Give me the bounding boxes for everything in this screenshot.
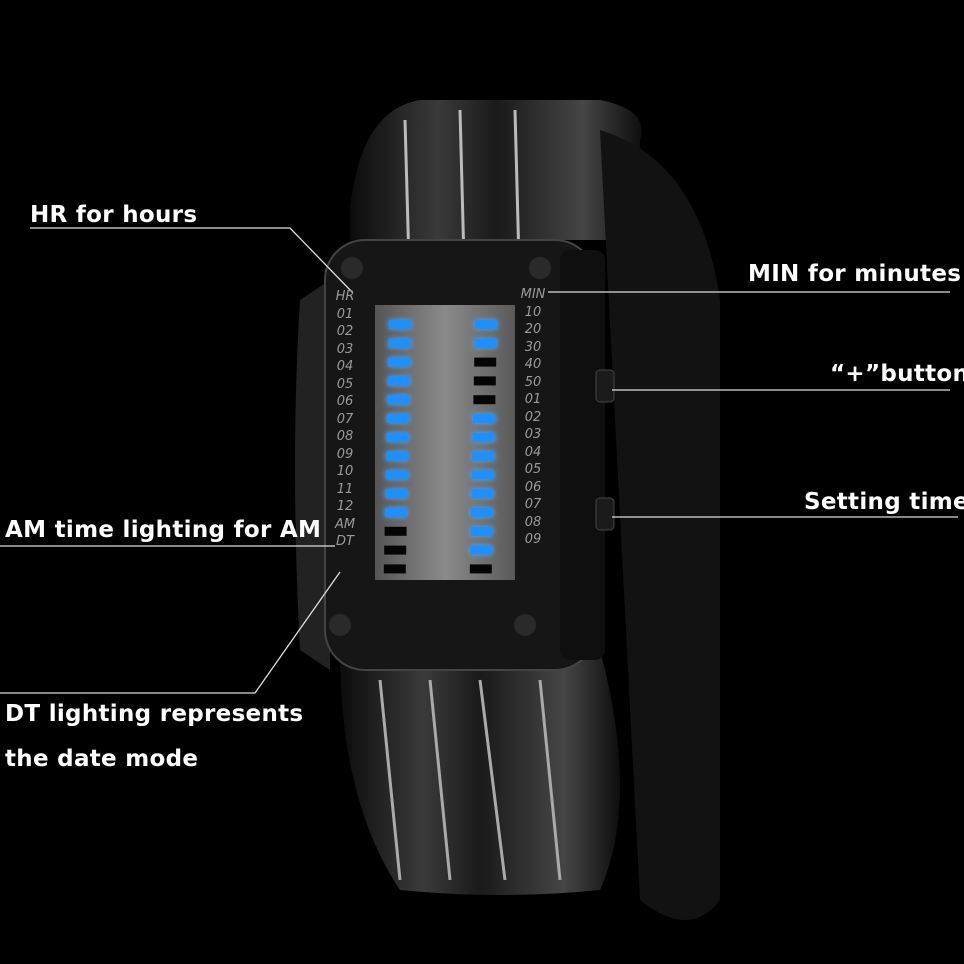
minute-led-on [471, 508, 493, 517]
scale-label: 03 [524, 427, 542, 442]
scale-label: 07 [336, 411, 354, 427]
hour-led-on [387, 376, 410, 386]
minute-led-off [474, 357, 497, 367]
dt-callout-line1: DT lighting represents [5, 701, 304, 727]
minute-scale: MIN 10 20 30 40 50 01 02 03 04 05 06 07 08 09 [516, 286, 550, 549]
scale-label: MIN [520, 287, 546, 302]
minute-led-on [470, 545, 493, 555]
scale-label: 06 [336, 394, 354, 409]
hour-led-on [386, 432, 409, 442]
scale-label: 10 [336, 464, 354, 479]
scale-label: 02 [336, 324, 354, 339]
scale-label: 04 [336, 359, 354, 374]
hour-led-on [385, 508, 407, 517]
hour-led-on [387, 414, 409, 423]
scale-label: 50 [524, 374, 542, 390]
scale-label: 03 [336, 341, 354, 357]
scale-label: 01 [336, 306, 354, 322]
dt-leader-line [0, 571, 341, 694]
minute-led-on [473, 414, 495, 423]
scale-label: 20 [524, 322, 542, 337]
hour-led-on [385, 470, 408, 480]
scale-label: 09 [336, 446, 354, 462]
scale-label: DT [336, 534, 354, 549]
setting-time-callout: Setting time [804, 489, 964, 515]
minute-led-off [473, 376, 496, 386]
plus-button-callout: “+”button [830, 361, 964, 387]
minute-led-on [472, 451, 495, 461]
scale-label: AM [334, 516, 356, 532]
scale-label: 30 [524, 339, 542, 355]
scale-label: 05 [524, 462, 542, 477]
hour-led-on [388, 357, 411, 367]
scale-label: 40 [524, 357, 542, 372]
scale-label: 08 [336, 429, 354, 444]
scale-label: 07 [524, 497, 542, 512]
callout-lines [0, 227, 958, 694]
minute-led-off [473, 395, 496, 405]
scale-label: 04 [524, 444, 542, 460]
scale-label: 06 [524, 479, 542, 495]
strap-bottom [340, 650, 620, 895]
hour-led-off [384, 545, 407, 555]
hour-led-on [389, 320, 411, 329]
plus-button [595, 369, 615, 403]
scale-label: 12 [336, 499, 354, 514]
scale-label: HR [335, 289, 355, 304]
hr-callout: HR for hours [30, 202, 198, 228]
hour-led-on [387, 395, 410, 405]
minute-led-on [471, 489, 494, 499]
minute-led-off [469, 564, 492, 574]
hr-leader-line [30, 227, 353, 293]
hour-led-on [385, 489, 408, 499]
minute-led-on [474, 338, 497, 348]
hour-led-on [388, 338, 411, 348]
scale-label: 02 [524, 409, 542, 425]
setting-button [595, 497, 615, 531]
hour-led-off [384, 526, 407, 536]
scale-label: 11 [336, 481, 354, 497]
min-callout: MIN for minutes [748, 261, 962, 287]
scale-label: 10 [524, 304, 542, 320]
minute-led-on [471, 470, 494, 480]
minute-led-on [470, 526, 493, 536]
scale-label: 05 [336, 376, 354, 392]
strap-top [350, 100, 720, 920]
hour-led-on [386, 451, 409, 461]
minute-led-on [472, 432, 495, 442]
am-callout: AM time lighting for AM [5, 517, 322, 543]
scale-label: 08 [524, 514, 542, 530]
minute-led-on [475, 320, 497, 329]
scale-label: 01 [524, 392, 542, 407]
hour-led-off [383, 564, 406, 574]
dt-callout-line2: the date mode [5, 746, 199, 772]
scale-label: 09 [524, 532, 542, 547]
